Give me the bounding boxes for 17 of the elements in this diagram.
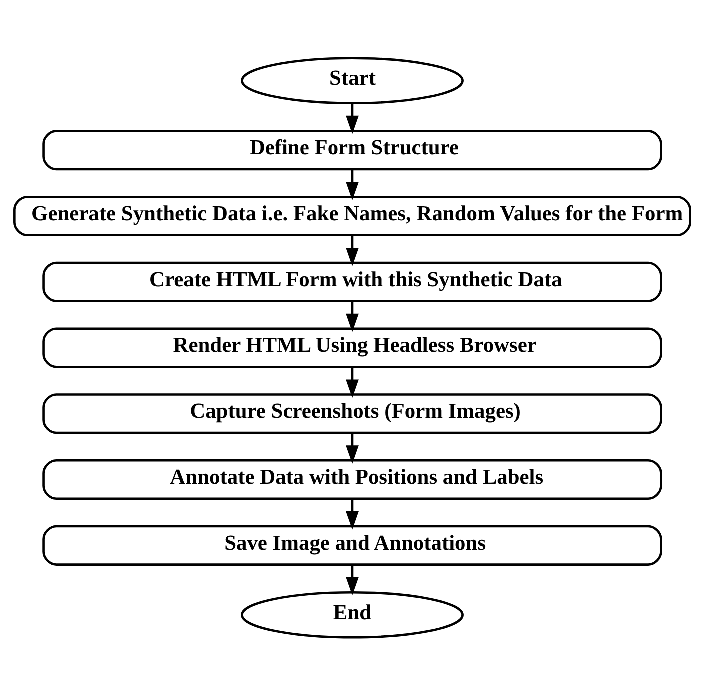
arrow [346,170,359,201]
arrow [346,236,359,266]
node-box: Render HTML Using Headless Browser [42,328,662,368]
node-box: Generate Synthetic Data i.e. Fake Names, Random Values for the Form [14,196,692,237]
node-box: Capture Screenshots (Form Images) [42,394,662,434]
node-box: Create HTML Form with this Synthetic Data [42,262,662,302]
arrow [346,104,359,134]
arrow [346,433,359,464]
node-box: Define Form Structure [42,130,662,171]
node-ellipse: End [241,591,464,639]
arrow [346,301,359,332]
node-box: Save Image and Annotations [42,525,662,566]
arrow [346,367,359,398]
arrow [346,565,359,596]
node-ellipse: Start [241,57,464,105]
node-box: Annotate Data with Positions and Labels [42,459,662,500]
arrow [346,499,359,530]
